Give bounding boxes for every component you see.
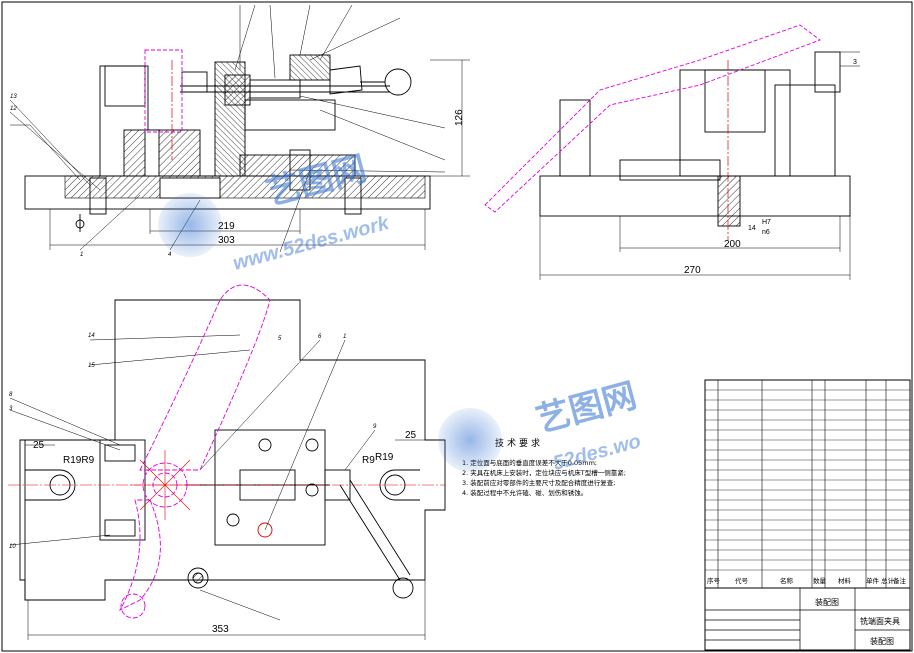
title-block-drawing-name: 装配图 <box>815 597 839 607</box>
plan-dim-25-left: 25 <box>33 440 45 451</box>
front-dim-303: 303 <box>218 235 235 246</box>
plan-dim-r19-right: R19 <box>375 452 394 463</box>
plan-label-3: 3 <box>9 406 13 412</box>
side-fit-n6: n6 <box>762 229 770 236</box>
side-fit-h7: H7 <box>762 219 771 226</box>
front-label-13: 13 <box>10 94 17 100</box>
front-view <box>9 4 470 253</box>
bom-table <box>704 379 911 589</box>
title-block-fixture-name: 铣端面夹具 <box>860 616 900 626</box>
side-dim-3: 3 <box>853 59 857 66</box>
title-block-drawing-type: 装配图 <box>870 636 894 646</box>
plan-label-6: 6 <box>318 334 322 340</box>
plan-label-10: 10 <box>9 544 16 550</box>
plan-label-9: 9 <box>373 424 377 430</box>
bom-header-weight: 单件 总计 <box>866 576 895 585</box>
plan-dim-353: 353 <box>212 624 229 635</box>
side-view <box>484 24 860 280</box>
side-dim-270: 270 <box>684 265 701 276</box>
side-dim-200: 200 <box>724 239 741 250</box>
plan-view <box>8 299 446 640</box>
bom-header-qty: 数量 <box>813 576 827 585</box>
bom-header-code: 代号 <box>735 576 749 585</box>
plan-dim-r9-right: R9 <box>362 455 375 466</box>
front-label-1: 1 <box>80 252 83 258</box>
plan-label-5: 5 <box>278 336 282 342</box>
tech-requirements-title: 技术要求 <box>495 437 543 449</box>
plan-dim-25-right: 25 <box>405 430 417 441</box>
plan-label-15: 15 <box>88 363 95 369</box>
watermark-brand-2: 艺图网 <box>532 376 641 441</box>
tech-requirement-2: 2. 夹具在机床上安装时，定位块应与机床T型槽一侧靠紧; <box>462 468 626 477</box>
plan-label-1: 1 <box>343 334 346 340</box>
front-label-4: 4 <box>168 252 172 258</box>
front-dim-219: 219 <box>218 221 235 232</box>
tech-requirement-3: 3. 装配前应对零部件的主要尺寸及配合精度进行复查; <box>462 478 615 487</box>
front-dim-126: 126 <box>454 109 465 126</box>
bom-rows <box>705 389 910 571</box>
bom-header-remark: 备注 <box>893 576 907 585</box>
plan-centerline-star <box>130 450 200 520</box>
front-label-12: 12 <box>10 106 17 112</box>
plan-label-8: 8 <box>9 392 13 398</box>
title-block <box>704 587 911 651</box>
tech-requirement-4: 4. 装配过程中不允许磕、碰、划伤和锈蚀。 <box>462 488 587 497</box>
plan-dim-r19-left: R19R9 <box>63 455 95 466</box>
bom-header-name: 名称 <box>780 576 794 585</box>
watermark-url-1: www.52des.work <box>231 212 393 275</box>
bom-header-no: 序号 <box>707 576 721 585</box>
plan-label-14: 14 <box>88 333 95 339</box>
bom-header-material: 材料 <box>838 576 852 585</box>
tech-requirement-1: 1. 定位面与底面的垂直度误差不大于0.05mm; <box>462 458 597 467</box>
side-dim-14: 14 <box>748 225 756 232</box>
